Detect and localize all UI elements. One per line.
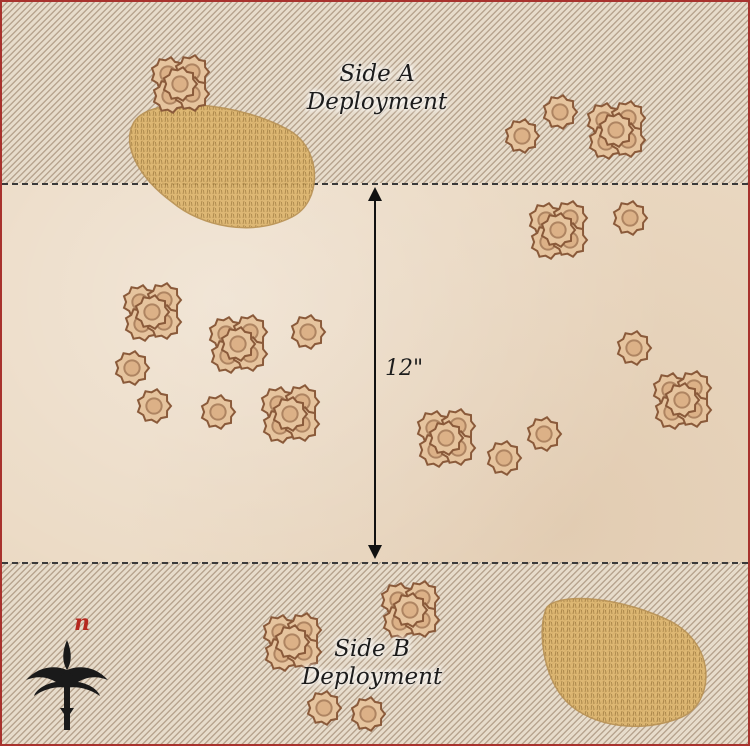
forest-cluster	[220, 326, 257, 362]
forest-cluster	[272, 396, 309, 432]
side-b-deployment-label: Side B Deployment	[257, 635, 487, 691]
side-b-title: Side B	[334, 636, 410, 662]
side-b-deployment-line	[2, 562, 748, 564]
side-a-deployment-label: Side A Deployment	[262, 60, 492, 116]
measurement-arrow	[368, 187, 382, 559]
wheat-field-south	[541, 597, 707, 727]
forest-cluster	[540, 212, 577, 248]
wheat-field-north	[129, 103, 316, 229]
measurement-label: 12"	[385, 356, 424, 381]
forest-single	[114, 350, 151, 386]
forest-cluster	[428, 420, 465, 456]
compass-rose: n	[22, 610, 112, 732]
forest-cluster	[664, 382, 701, 418]
forest-single	[504, 118, 541, 154]
compass-north-letter: n	[74, 610, 90, 636]
fleur-de-lis-icon	[26, 640, 108, 730]
forest-single	[612, 200, 649, 236]
forest-single	[616, 330, 653, 366]
forest-single	[136, 388, 173, 424]
forest-single	[542, 94, 579, 130]
forest-cluster	[598, 112, 635, 148]
forest-single	[290, 314, 327, 350]
side-b-subtitle: Deployment	[301, 664, 443, 690]
forest-cluster	[162, 66, 199, 102]
forest-single	[526, 416, 563, 452]
forest-single	[350, 696, 387, 732]
forest-cluster	[392, 592, 429, 628]
side-a-subtitle: Deployment	[306, 89, 448, 115]
side-a-title: Side A	[339, 61, 415, 87]
forest-single	[200, 394, 237, 430]
forest-cluster	[274, 624, 311, 660]
side-a-deployment-line	[2, 183, 748, 185]
forest-single	[486, 440, 523, 476]
forest-cluster	[134, 294, 171, 330]
forest-single	[306, 690, 343, 726]
